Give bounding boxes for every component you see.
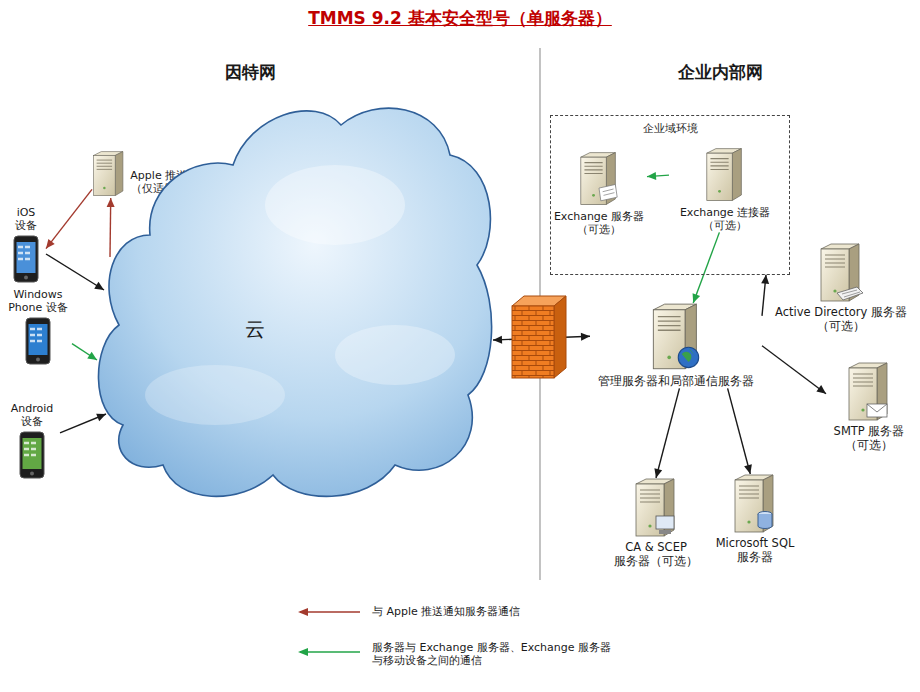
device-node: CA & SCEP 服务器（可选） xyxy=(608,478,704,569)
legend-text: 服务器与 Exchange 服务器、Exchange 服务器与移动设备之间的通信 xyxy=(372,641,612,667)
icon-holder xyxy=(25,317,51,365)
server-icon xyxy=(847,362,891,422)
cloud-label: 云 xyxy=(245,317,265,341)
connector xyxy=(46,254,104,290)
icon-holder xyxy=(819,243,863,303)
arrow-head xyxy=(87,352,97,360)
icon-holder xyxy=(705,147,745,203)
connector-line xyxy=(693,232,719,303)
arrow-head xyxy=(46,239,55,249)
node-label: Windows Phone 设备 xyxy=(4,288,72,314)
node-label: SMTP 服务器 （可选） xyxy=(826,425,912,453)
node-label: CA & SCEP 服务器（可选） xyxy=(608,541,704,569)
server-icon xyxy=(579,151,619,207)
connector xyxy=(654,388,679,478)
device-node: Windows Phone 设备 xyxy=(4,288,72,365)
arrow-head xyxy=(493,336,502,344)
connector xyxy=(761,275,769,316)
arrow-head xyxy=(744,464,752,474)
server-icon xyxy=(733,474,777,534)
arrow-head xyxy=(693,293,701,303)
connector-line xyxy=(72,344,97,360)
arrow-head xyxy=(94,282,104,290)
server-icon xyxy=(92,150,126,198)
icon-holder xyxy=(92,150,126,198)
icon-holder xyxy=(847,362,891,422)
arrow-head xyxy=(107,198,115,207)
legend-line xyxy=(298,648,360,656)
server-icon xyxy=(819,243,863,303)
arrow-head xyxy=(654,468,662,478)
icon-holder xyxy=(579,151,619,207)
connector-line xyxy=(46,189,92,248)
phone-icon xyxy=(25,317,51,365)
diagram-title: TMMS 9.2 基本安全型号（单服务器） xyxy=(0,8,920,28)
device-node: 管理服务器和局部通信服务器 xyxy=(590,303,762,388)
icon-holder xyxy=(19,431,45,479)
arrow-head xyxy=(761,275,769,284)
connector xyxy=(762,346,826,394)
connector-line xyxy=(762,346,826,394)
legend-text: 与 Apple 推送通知服务器通信 xyxy=(372,605,632,618)
node-label: Exchange 连接器 （可选） xyxy=(669,206,781,232)
cloud-outline xyxy=(95,95,495,505)
arrow-head xyxy=(96,414,106,421)
node-label: Exchange 服务器 （可选） xyxy=(551,210,647,236)
server-icon xyxy=(651,303,701,371)
icon-holder xyxy=(733,474,777,534)
arrow-head xyxy=(581,333,590,341)
node-label: Active Directory 服务器 （可选） xyxy=(766,306,916,334)
icon-holder xyxy=(13,235,39,283)
connector xyxy=(60,414,106,433)
connector xyxy=(728,388,752,474)
cloud-shape: 云 xyxy=(95,95,495,505)
group-title: 企业域环境 xyxy=(551,122,789,135)
domain-group: 企业域环境 Exchange 服务器 （可选） Exchange 连接器 （可选） xyxy=(550,115,790,275)
legend-line xyxy=(298,608,360,616)
connector-line xyxy=(46,254,104,290)
connector xyxy=(693,232,720,303)
connector xyxy=(46,189,92,248)
device-node: iOS 设备 xyxy=(6,206,46,283)
region-heading: 因特网 xyxy=(150,62,350,82)
device-node: SMTP 服务器 （可选） xyxy=(826,362,912,453)
node-label: Microsoft SQL 服务器 xyxy=(708,537,802,565)
arrow-head xyxy=(647,172,656,180)
icon-holder xyxy=(651,303,701,371)
server-icon xyxy=(634,478,678,538)
phone-icon xyxy=(13,235,39,283)
node-label: iOS 设备 xyxy=(6,206,46,232)
connector-line xyxy=(728,388,751,474)
device-node: Active Directory 服务器 （可选） xyxy=(766,243,916,334)
connector xyxy=(107,198,115,257)
connector xyxy=(647,172,669,180)
device-node: Exchange 服务器 （可选） xyxy=(551,151,647,236)
node-label: Android 设备 xyxy=(4,402,60,428)
arrow-head xyxy=(816,385,826,394)
phone-icon xyxy=(19,431,45,479)
node-label: 管理服务器和局部通信服务器 xyxy=(590,374,762,388)
server-icon xyxy=(705,147,745,203)
connector-line xyxy=(656,388,679,478)
device-node: Exchange 连接器 （可选） xyxy=(669,147,781,232)
connector-line xyxy=(60,414,106,433)
device-node: Microsoft SQL 服务器 xyxy=(708,474,802,565)
firewall-icon xyxy=(512,296,566,378)
region-heading: 企业内部网 xyxy=(620,62,820,82)
icon-holder xyxy=(634,478,678,538)
connector xyxy=(72,344,97,360)
device-node: Android 设备 xyxy=(4,402,60,479)
